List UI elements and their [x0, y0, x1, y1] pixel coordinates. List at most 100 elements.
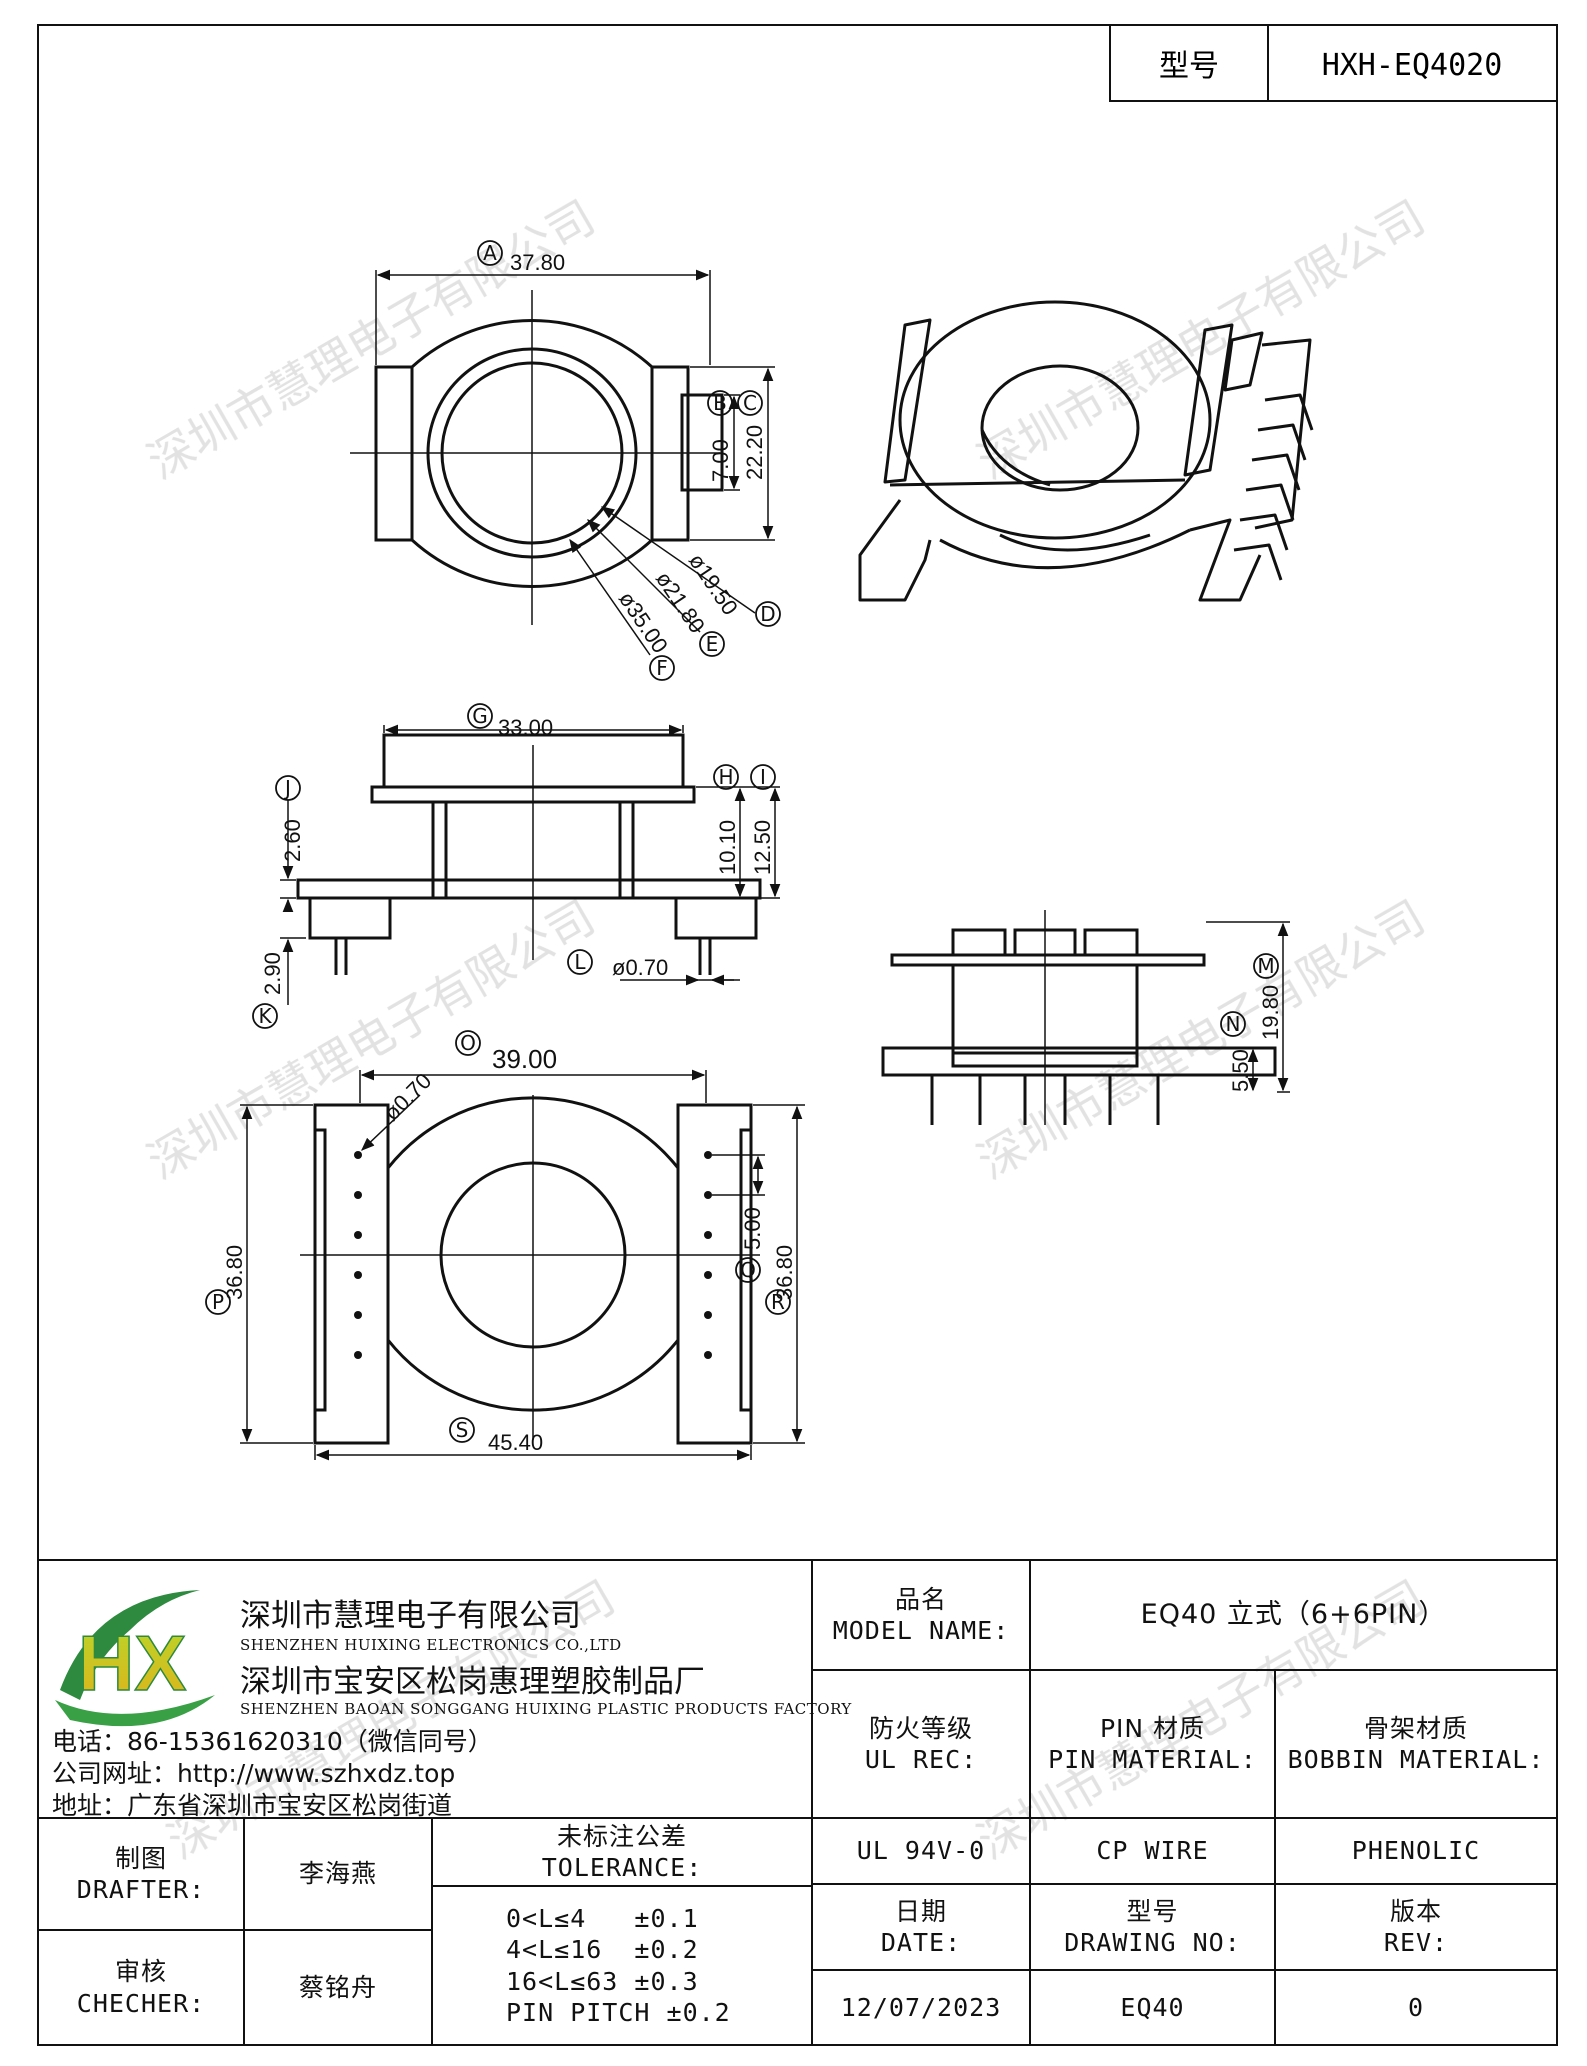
dim-s-value: 45.40 — [488, 1430, 543, 1455]
dim-k-value: 2.90 — [260, 952, 285, 995]
top-view — [350, 290, 724, 625]
dim-j-value: 2.60 — [280, 819, 305, 862]
dim-m-value: 19.80 — [1258, 985, 1283, 1040]
ref-letter-e: E — [699, 631, 725, 657]
pin-material-value: CP WIRE — [1096, 1836, 1209, 1866]
company-phone: 电话：86-15361620310（微信同号） — [52, 1727, 493, 1756]
ref-letter-q: Q — [735, 1257, 761, 1283]
ref-letter-j: J — [275, 775, 301, 801]
right-view — [881, 910, 1277, 1125]
isometric-view — [858, 300, 1314, 602]
dim-b-value: 7.00 — [708, 439, 733, 482]
date-label: 日期 DATE: — [880, 1896, 962, 1957]
svg-text:G: G — [472, 704, 488, 728]
ref-letter-k: K — [252, 1003, 278, 1029]
ref-letter-g: G — [467, 703, 493, 729]
factory-name-en: SHENZHEN BAOAN SONGGANG HUIXING PLASTIC … — [240, 1700, 852, 1718]
ref-letter-a: A — [477, 240, 503, 266]
svg-text:I: I — [760, 765, 766, 789]
watermark-3: 深圳市慧理电子有限公司 — [139, 890, 604, 1190]
svg-text:C: C — [743, 391, 757, 415]
logo-letters: HX — [78, 1619, 186, 1707]
watermark-4: 深圳市慧理电子有限公司 — [969, 890, 1434, 1190]
ref-letter-r: R — [765, 1289, 791, 1315]
checker-value: 蔡铭舟 — [298, 1972, 377, 2002]
dim-i-value: 12.50 — [750, 820, 775, 875]
svg-text:D: D — [760, 602, 775, 626]
sheet-border — [37, 24, 1558, 2046]
top-view-dim-text: 37.80 7.00 22.20 ø19.50 ø21.80 ø35.00 — [510, 250, 767, 658]
company-name-cn: 深圳市慧理电子有限公司 — [240, 1598, 581, 1634]
svg-text:Q: Q — [740, 1258, 756, 1282]
header-model-label: 型号 — [1159, 49, 1219, 84]
svg-text:P: P — [212, 1290, 224, 1314]
dim-pin-dia-value: ø0.70 — [379, 1068, 436, 1125]
svg-text:E: E — [706, 632, 719, 656]
top-view-dimensions — [375, 269, 775, 656]
dim-g-value: 33.00 — [498, 715, 553, 740]
tolerance-row: 16<L≤63 ±0.3 — [506, 1966, 699, 1996]
watermark-1: 深圳市慧理电子有限公司 — [139, 190, 604, 490]
checker-label: 审核 CHECHER: — [76, 1957, 206, 2018]
dim-n-value: 5.50 — [1228, 1049, 1253, 1092]
dim-l-value: ø0.70 — [612, 955, 668, 980]
svg-text:J: J — [283, 776, 291, 800]
tolerance-row: PIN PITCH ±0.2 — [506, 1997, 731, 2027]
product-name-label-cn: 品名 — [894, 1584, 947, 1614]
drawing-no-value: EQ40 — [1120, 1992, 1185, 2022]
product-name-value: EQ40 立式（6+6PIN） — [1140, 1599, 1447, 1631]
reference-letters: A B C D E F G H I J K L M N O P Q R S — [205, 240, 1279, 1443]
svg-text:K: K — [258, 1004, 272, 1028]
ref-letter-s: S — [449, 1417, 475, 1443]
drawing-no-label: 型号 DRAWING NO: — [1064, 1896, 1241, 1957]
header-model-box: 型号 HXH-EQ4020 — [1109, 24, 1558, 102]
drafter-label: 制图 DRAFTER: — [76, 1843, 206, 1904]
dim-a-value: 37.80 — [510, 250, 565, 275]
header-model-value: HXH-EQ4020 — [1322, 48, 1503, 83]
svg-text:O: O — [460, 1031, 476, 1055]
company-logo: HX — [55, 1590, 215, 1727]
factory-name-cn: 深圳市宝安区松岗惠理塑胶制品厂 — [240, 1664, 705, 1700]
dim-q-value: 5.00 — [740, 1207, 765, 1250]
svg-text:F: F — [656, 656, 668, 680]
ref-letter-p: P — [205, 1289, 231, 1315]
drafter-value: 李海燕 — [298, 1859, 377, 1889]
dim-p-value: 36.80 — [222, 1245, 247, 1300]
rev-label: 版本 REV: — [1383, 1896, 1449, 1957]
ref-letter-o: O — [455, 1030, 481, 1056]
dim-h-value: 10.10 — [715, 820, 740, 875]
tolerance-label: 未标注公差 TOLERANCE: — [541, 1821, 703, 1882]
ref-letter-h: H — [713, 764, 739, 790]
company-website: 公司网址：http://www.szhxdz.top — [52, 1759, 456, 1788]
pin-material-label: PIN 材质 PIN MATERIAL: — [1048, 1713, 1257, 1774]
company-address: 地址：广东省深圳市宝安区松岗街道 — [52, 1791, 453, 1820]
tolerance-row: 0<L≤4 ±0.1 — [506, 1904, 699, 1933]
ref-letter-b: B — [707, 390, 733, 416]
svg-text:R: R — [771, 1290, 785, 1314]
ref-letter-i: I — [750, 764, 776, 790]
ref-letter-f: F — [649, 655, 675, 681]
bottom-view-dimensions — [240, 1069, 805, 1461]
title-block-grid — [38, 1559, 1557, 2045]
tolerance-row: 4<L≤16 ±0.2 — [506, 1935, 699, 1965]
ref-letter-m: M — [1253, 953, 1279, 979]
side-view-dim-text: 33.00 10.10 12.50 2.60 2.90 ø0.70 — [260, 715, 775, 995]
bottom-view — [300, 1095, 760, 1445]
bobbin-material-label: 骨架材质 BOBBIN MATERIAL: — [1287, 1713, 1545, 1774]
bobbin-material-value: PHENOLIC — [1351, 1836, 1481, 1866]
product-name-label: 品名 MODEL NAME: — [812, 1560, 1030, 1670]
ref-letter-n: N — [1220, 1011, 1246, 1037]
fire-rating-label: 防火等级 UL REC: — [864, 1713, 978, 1774]
svg-text:M: M — [1257, 954, 1274, 978]
watermark-2: 深圳市慧理电子有限公司 — [969, 190, 1434, 490]
company-name-en: SHENZHEN HUIXING ELECTRONICS CO.,LTD — [240, 1636, 622, 1654]
side-view-dimensions — [280, 724, 781, 1005]
svg-text:H: H — [718, 765, 733, 789]
svg-text:A: A — [483, 241, 497, 265]
right-view-dimensions — [1206, 921, 1290, 1093]
side-view — [296, 733, 762, 975]
tolerance-table: 0<L≤4 ±0.1 4<L≤16 ±0.2 16<L≤63 ±0.3 PIN … — [432, 1886, 812, 2045]
right-view-dim-text: 19.80 5.50 — [1228, 985, 1283, 1092]
product-name-label-en: MODEL NAME: — [832, 1616, 1010, 1645]
